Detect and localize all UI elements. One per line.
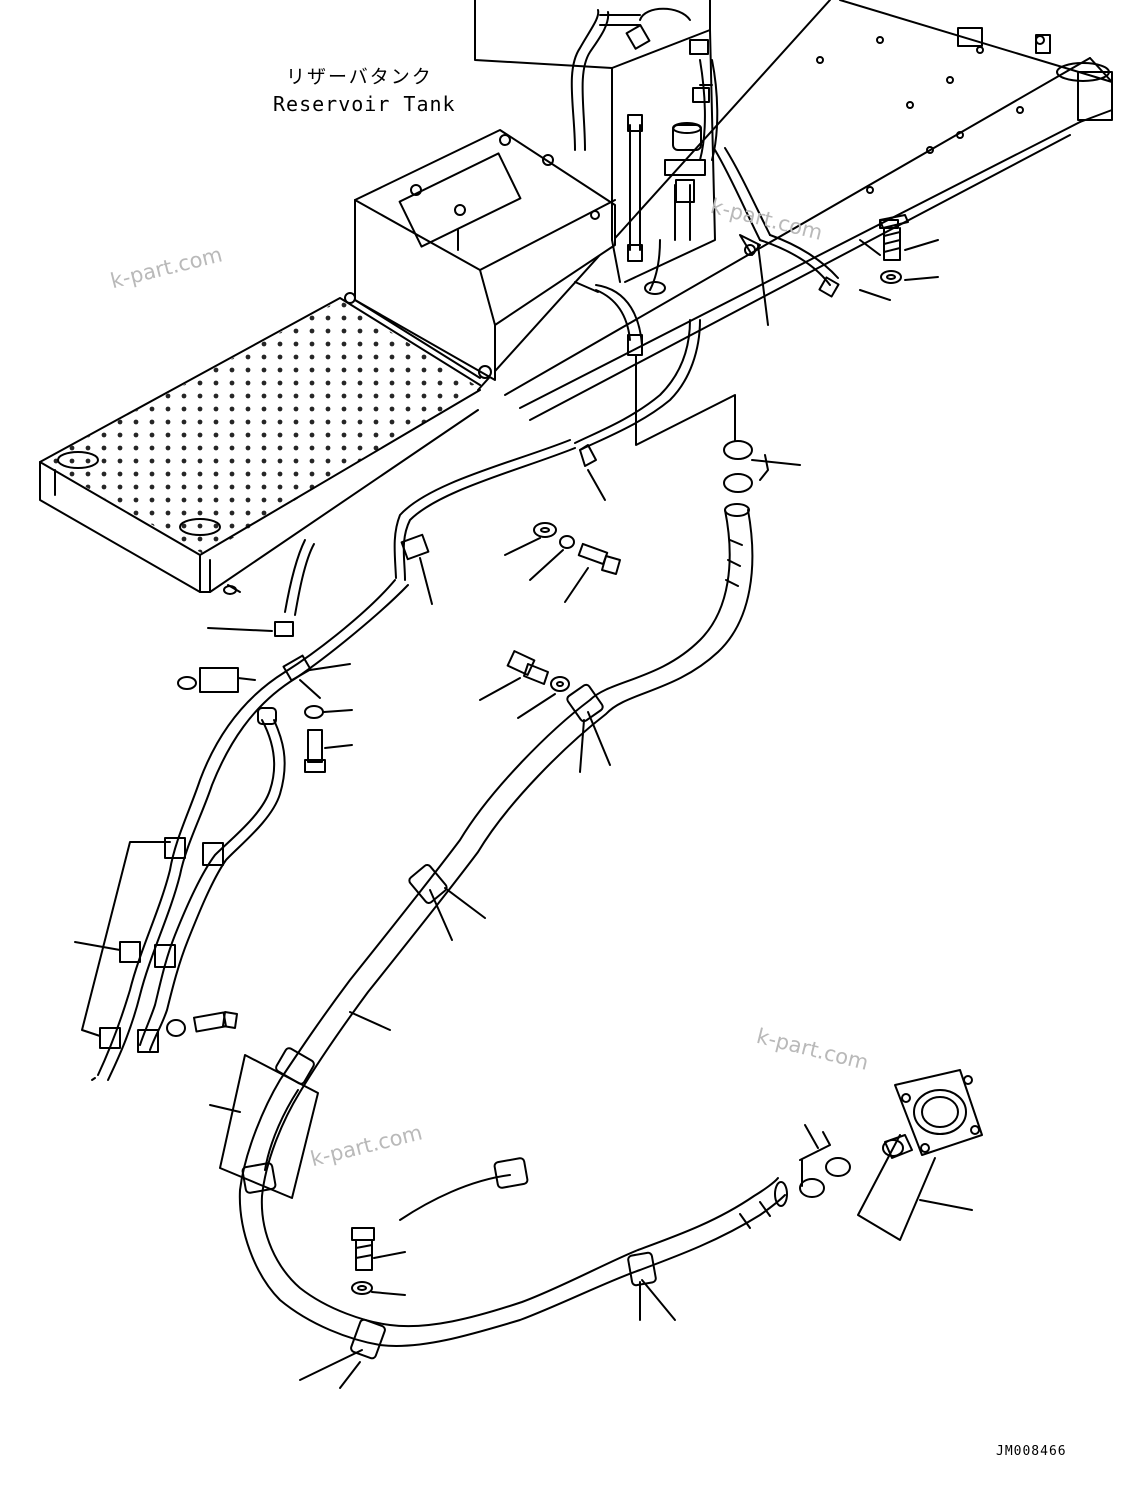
- drawing-number: JM008466: [996, 1444, 1067, 1459]
- clamps-center: [419, 440, 801, 605]
- bolt-right-top: [859, 214, 939, 301]
- upper-hoses: [393, 7, 840, 581]
- reservoir-tank-label-en: Reservoir Tank: [273, 92, 456, 116]
- machine-frame: [39, 0, 1113, 595]
- main-hose: [209, 503, 788, 1389]
- reservoir-tank-label-jp: リザーバタンク: [286, 66, 433, 88]
- outlet-flange: [799, 1069, 983, 1241]
- left-harness: [74, 539, 409, 1081]
- bolts-middle: [351, 650, 570, 1296]
- reservoir-tank: [344, 0, 716, 381]
